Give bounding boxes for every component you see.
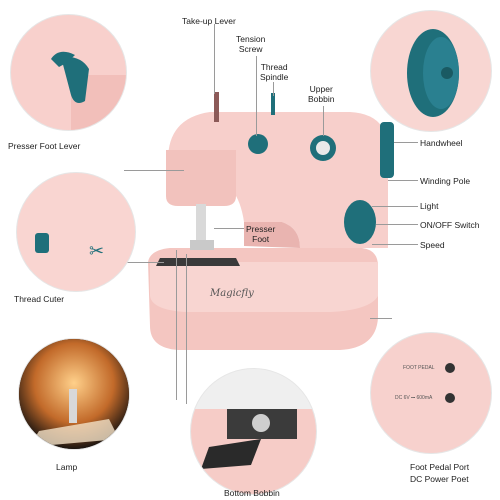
handwheel-shape: [380, 122, 394, 178]
leader-on-off: [376, 224, 418, 225]
leader-thread-cuter: [124, 262, 164, 263]
leader-ports: [370, 318, 392, 319]
label-upper-bobbin: Upper Bobbin: [308, 84, 335, 104]
leader-light: [372, 206, 418, 207]
label-thread-cuter: Thread Cuter: [14, 294, 65, 304]
detail-handwheel: [370, 10, 492, 132]
label-thread-spindle: Thread Spindle: [260, 62, 289, 82]
machine-head: [166, 150, 236, 206]
label-bottom-bobbin: Bottom Bobbin: [224, 488, 280, 498]
label-presser-foot: Presser Foot: [246, 224, 276, 244]
port-label-foot-pedal: FOOT PEDAL: [403, 365, 435, 371]
detail-presser-foot-lever: [10, 14, 127, 131]
leader-thread-spindle: [273, 82, 274, 96]
label-presser-foot-lever: Presser Foot Lever: [8, 141, 81, 151]
label-dc-power-poet: DC Power Poet: [410, 474, 469, 484]
brand-logo: Magicfly: [210, 288, 254, 299]
handwheel-closeup: [407, 29, 459, 117]
tension-screw-knob: [248, 134, 268, 154]
leader-upper-bobbin: [323, 106, 324, 136]
presser-foot-lever-closeup: [51, 51, 126, 130]
detail-thread-cutter: ✂: [16, 172, 136, 292]
leader-tension-screw: [256, 56, 257, 136]
leader-presser-foot-lever: [124, 170, 184, 171]
label-handwheel: Handwheel: [420, 138, 463, 148]
dc-power-port: [445, 393, 455, 403]
machine-base-front: [150, 262, 378, 312]
label-take-up-lever: Take-up Lever: [182, 16, 236, 26]
detail-ports: FOOT PEDAL DC 6V ⎓ 600mA: [370, 332, 492, 454]
machine-body-shade: [244, 222, 300, 248]
leader-presser-foot: [214, 228, 244, 229]
detail-bottom-bobbin: [190, 368, 317, 495]
presser-foot-shape: [190, 240, 214, 250]
take-up-lever-shape: [214, 92, 219, 122]
leader-bottom-bobbin: [186, 254, 187, 404]
thread-cutter-closeup: ✂: [35, 233, 104, 262]
label-foot-pedal-port: Foot Pedal Port: [410, 462, 470, 472]
needle-bar: [196, 204, 206, 250]
leader-winding-pole: [388, 180, 418, 181]
scissors-icon: ✂: [89, 241, 104, 262]
label-lamp: Lamp: [56, 462, 78, 472]
leader-lamp: [176, 250, 177, 400]
on-off-switch-shape: [344, 200, 376, 244]
leader-speed: [372, 244, 418, 245]
leader-handwheel: [394, 142, 418, 143]
port-label-dc: DC 6V ⎓ 600mA: [395, 395, 433, 401]
thread-spindle-pin: [271, 93, 275, 115]
leader-take-up-lever: [214, 24, 215, 94]
label-winding-pole: Winding Pole: [420, 176, 471, 186]
lamp-closeup: [19, 339, 129, 449]
detail-lamp: [18, 338, 130, 450]
foot-pedal-port: [445, 363, 455, 373]
label-speed: Speed: [420, 240, 445, 250]
label-tension-screw: Tension Screw: [236, 34, 266, 54]
bottom-bobbin-closeup: [191, 409, 316, 494]
label-on-off-switch: ON/OFF Switch: [420, 220, 480, 230]
label-light: Light: [420, 201, 439, 211]
